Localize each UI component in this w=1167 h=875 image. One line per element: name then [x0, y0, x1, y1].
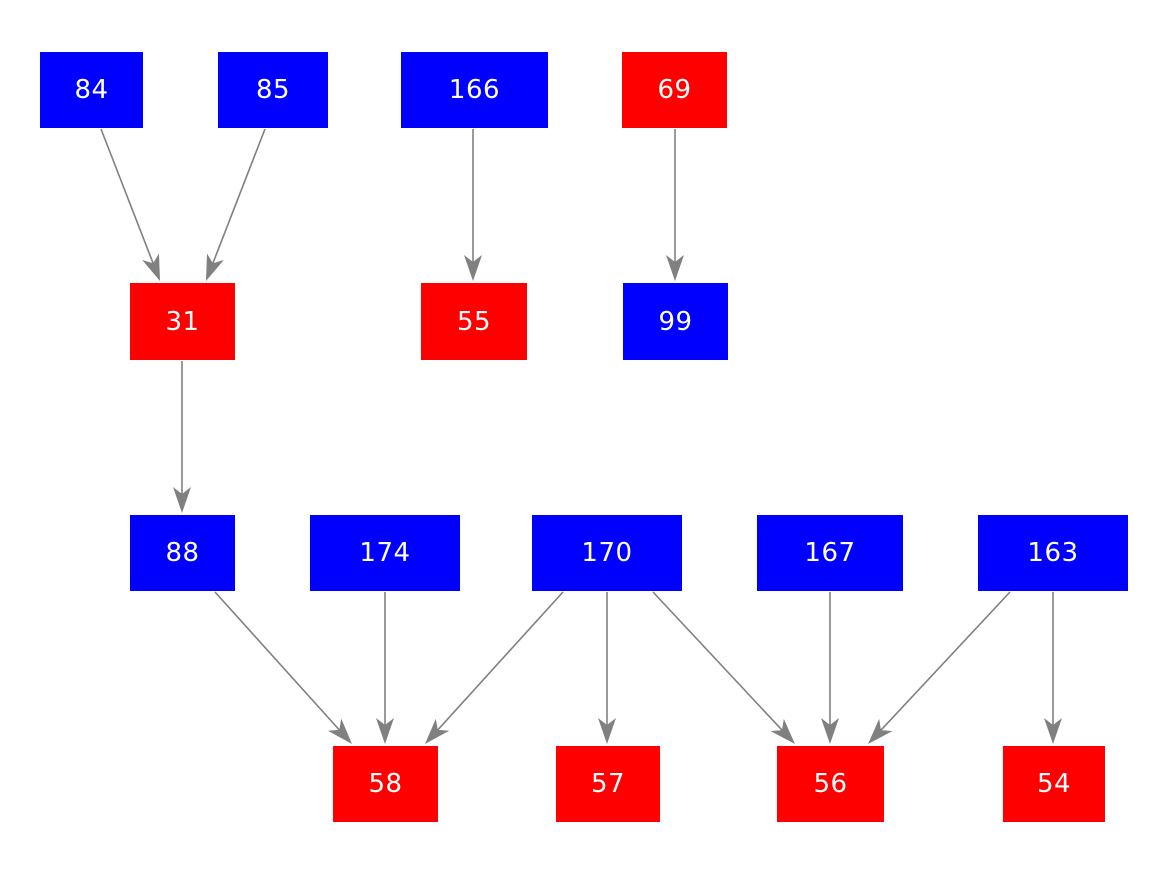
graph-edge — [464, 129, 482, 281]
graph-node-88[interactable]: 88 — [130, 515, 235, 591]
graph-node-label: 174 — [359, 538, 411, 568]
edge-line — [426, 591, 564, 743]
edge-arrowhead-icon — [425, 718, 450, 744]
graph-node-label: 56 — [813, 769, 848, 799]
graph-node-label: 54 — [1036, 769, 1072, 799]
graph-node-54[interactable]: 54 — [1003, 746, 1105, 822]
graph-node-label: 99 — [658, 306, 693, 337]
edge-arrowhead-icon — [1044, 718, 1062, 744]
graph-edge — [598, 592, 616, 744]
edge-arrowhead-icon — [770, 718, 795, 744]
graph-node-85[interactable]: 85 — [218, 52, 328, 128]
graph-node-label: 170 — [581, 538, 633, 568]
graph-node-174[interactable]: 174 — [310, 515, 460, 591]
edge-arrowhead-icon — [206, 253, 224, 281]
graph-node-170[interactable]: 170 — [532, 515, 682, 591]
edge-line — [652, 591, 794, 743]
graph-node-label: 84 — [74, 75, 109, 105]
edge-arrowhead-icon — [327, 718, 352, 744]
edge-arrowhead-icon — [868, 718, 893, 744]
graph-node-69[interactable]: 69 — [622, 52, 727, 128]
graph-node-label: 58 — [368, 769, 403, 799]
graph-node-58[interactable]: 58 — [333, 746, 438, 822]
edge-arrowhead-icon — [464, 255, 482, 281]
graph-node-label: 85 — [255, 75, 291, 105]
edge-arrowhead-icon — [821, 718, 839, 744]
graph-node-label: 57 — [590, 769, 626, 799]
edge-line — [214, 591, 351, 743]
graph-edge — [206, 128, 266, 281]
graph-node-99[interactable]: 99 — [623, 283, 728, 360]
graph-edge — [666, 129, 684, 281]
edge-arrowhead-icon — [376, 718, 394, 744]
graph-edge — [173, 361, 191, 513]
edge-line — [100, 128, 160, 279]
graph-node-31[interactable]: 31 — [130, 283, 235, 360]
graph-edge — [100, 128, 160, 281]
graph-node-label: 55 — [456, 306, 492, 337]
graph-node-label: 31 — [165, 306, 200, 337]
graph-edge — [214, 591, 352, 744]
edge-arrowhead-icon — [666, 255, 684, 281]
edge-line — [869, 591, 1011, 743]
graph-node-167[interactable]: 167 — [757, 515, 903, 591]
graph-edge — [868, 591, 1011, 744]
graph-node-56[interactable]: 56 — [777, 746, 884, 822]
graph-node-label: 69 — [657, 75, 692, 105]
graph-node-166[interactable]: 166 — [401, 52, 548, 128]
graph-edge — [652, 591, 795, 744]
edge-arrowhead-icon — [173, 487, 191, 513]
graph-node-label: 163 — [1027, 538, 1079, 568]
graph-node-55[interactable]: 55 — [421, 283, 527, 360]
graph-edge — [425, 591, 564, 744]
graph-edge — [376, 592, 394, 744]
edge-arrowhead-icon — [142, 253, 160, 281]
edge-arrowhead-icon — [598, 718, 616, 744]
graph-node-57[interactable]: 57 — [556, 746, 660, 822]
graph-node-label: 166 — [448, 75, 501, 105]
graph-node-label: 88 — [165, 538, 200, 568]
graph-node-163[interactable]: 163 — [978, 515, 1128, 591]
graph-edge — [1044, 592, 1062, 744]
edge-line — [206, 128, 266, 279]
graph-node-label: 167 — [804, 538, 856, 568]
graph-node-84[interactable]: 84 — [40, 52, 143, 128]
graph-edge — [821, 592, 839, 744]
